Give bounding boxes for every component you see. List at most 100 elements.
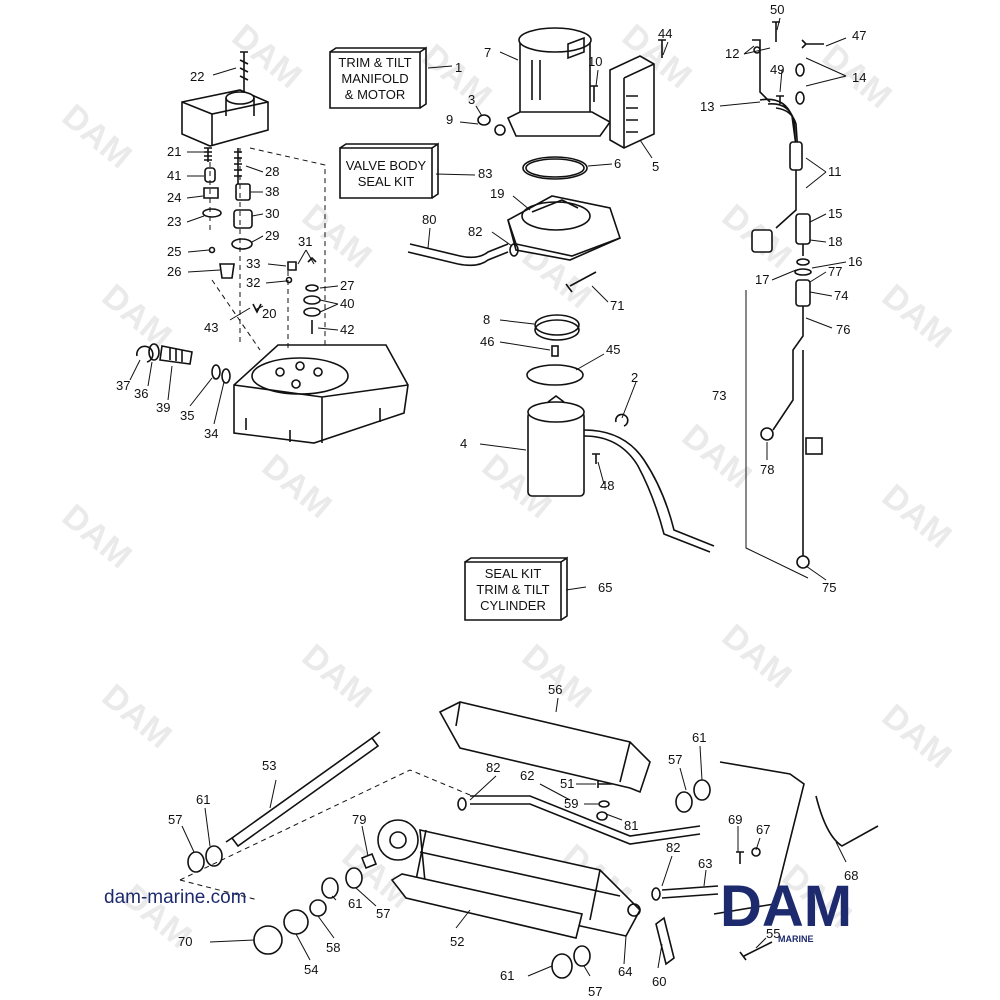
part-number-75: 75 (822, 580, 836, 595)
watermark-text: DAM (55, 97, 139, 176)
part-number-24: 24 (167, 190, 181, 205)
kit-box-valve: VALVE BODY SEAL KIT (339, 142, 439, 199)
part-number-26: 26 (167, 264, 181, 279)
part-number-62: 62 (520, 768, 534, 783)
kit-label-line: SEAL KIT (358, 174, 415, 189)
part-number-57b: 57 (668, 752, 682, 767)
kit-box-cylinder: SEAL KIT TRIM & TILT CYLINDER (464, 556, 568, 621)
part-number-36: 36 (134, 386, 148, 401)
part-number-82b: 82 (486, 760, 500, 775)
part-number-30: 30 (265, 206, 279, 221)
part-number-57a: 57 (168, 812, 182, 827)
part-number-81: 81 (624, 818, 638, 833)
motor-assembly (407, 27, 715, 553)
part-number-11: 11 (828, 164, 842, 179)
part-number-67: 67 (756, 822, 770, 837)
part-number-15: 15 (828, 206, 842, 221)
part-number-58: 58 (326, 940, 340, 955)
part-number-layer: 2217445047124914131039568321284138243023… (116, 2, 866, 999)
part-number-60: 60 (652, 974, 666, 989)
part-number-21: 21 (167, 144, 181, 159)
kit-label-line: TRIM & TILT (476, 582, 549, 597)
watermark-text: DAM (255, 447, 339, 526)
part-number-48: 48 (600, 478, 614, 493)
part-number-61a: 61 (196, 792, 210, 807)
part-number-29: 29 (265, 228, 279, 243)
part-number-46: 46 (480, 334, 494, 349)
cylinder-assembly (179, 701, 879, 979)
kit-label-line: & MOTOR (345, 87, 405, 102)
part-number-10: 10 (588, 54, 602, 69)
part-number-37: 37 (116, 378, 130, 393)
part-number-56: 56 (548, 682, 562, 697)
part-number-79: 79 (352, 812, 366, 827)
part-number-45: 45 (606, 342, 620, 357)
part-number-59: 59 (564, 796, 578, 811)
part-number-70: 70 (178, 934, 192, 949)
part-number-47: 47 (852, 28, 866, 43)
part-number-28: 28 (265, 164, 279, 179)
part-number-18: 18 (828, 234, 842, 249)
part-number-6: 6 (614, 156, 621, 171)
part-number-77: 77 (828, 264, 842, 279)
watermark-text: DAM (55, 497, 139, 576)
part-number-38: 38 (265, 184, 279, 199)
part-number-54: 54 (304, 962, 318, 977)
part-number-61c: 61 (348, 896, 362, 911)
part-number-3: 3 (468, 92, 475, 107)
part-number-20: 20 (262, 306, 276, 321)
part-number-73: 73 (712, 388, 726, 403)
part-number-17: 17 (755, 272, 769, 287)
watermark-text: DAM (225, 17, 309, 96)
part-number-69: 69 (728, 812, 742, 827)
part-number-13: 13 (700, 99, 714, 114)
part-number-57c: 57 (376, 906, 390, 921)
watermark-text: DAM (875, 277, 959, 356)
kit-label-line: CYLINDER (480, 598, 546, 613)
kit-label-line: VALVE BODY (346, 158, 427, 173)
part-number-5: 5 (652, 159, 659, 174)
kit-label-line: SEAL KIT (485, 566, 542, 581)
part-number-71: 71 (610, 298, 624, 313)
part-number-19: 19 (490, 186, 504, 201)
kit-label-line: MANIFOLD (341, 71, 408, 86)
part-number-7: 7 (484, 45, 491, 60)
part-number-33: 33 (246, 256, 260, 271)
part-number-31: 31 (298, 234, 312, 249)
kit-box-manifold: TRIM & TILT MANIFOLD & MOTOR (329, 46, 427, 109)
part-number-55: 55 (766, 926, 780, 941)
part-number-1: 1 (455, 60, 462, 75)
manifold-assembly (136, 51, 409, 444)
part-number-76: 76 (836, 322, 850, 337)
part-number-2: 2 (631, 370, 638, 385)
part-number-57d: 57 (588, 984, 602, 999)
logo-wordmark: DAM (720, 874, 852, 939)
website-link[interactable]: dam-marine.com (104, 887, 247, 908)
watermark-text: DAM (715, 617, 799, 696)
part-number-12: 12 (725, 46, 739, 61)
part-number-82c: 82 (666, 840, 680, 855)
part-number-53: 53 (262, 758, 276, 773)
part-number-4: 4 (460, 436, 467, 451)
part-number-65: 65 (598, 580, 612, 595)
part-number-27: 27 (340, 278, 354, 293)
part-number-34: 34 (204, 426, 218, 441)
part-number-40: 40 (340, 296, 354, 311)
part-number-42: 42 (340, 322, 354, 337)
dam-marine-logo: DAM MARINE (720, 874, 852, 944)
part-number-14: 14 (852, 70, 866, 85)
watermark-text: DAM (875, 697, 959, 776)
part-number-22: 22 (190, 69, 204, 84)
part-number-25: 25 (167, 244, 181, 259)
watermark-text: DAM (95, 277, 179, 356)
part-number-8: 8 (483, 312, 490, 327)
part-number-35: 35 (180, 408, 194, 423)
part-number-39: 39 (156, 400, 170, 415)
part-number-64: 64 (618, 964, 632, 979)
part-number-51: 51 (560, 776, 574, 791)
watermark-text: DAM (95, 677, 179, 756)
part-number-63: 63 (698, 856, 712, 871)
logo-subtext: MARINE (778, 934, 814, 944)
